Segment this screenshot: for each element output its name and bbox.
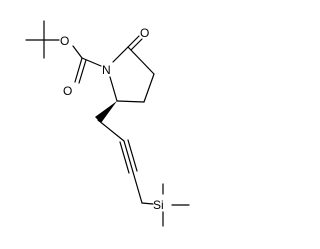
silicon-label: Si <box>153 198 164 212</box>
bond-stereocenter-to-nitrogen <box>109 76 118 102</box>
trimethylsilyl-group <box>162 183 190 227</box>
bond-alkyne-triple-1 <box>123 140 134 173</box>
bond-ring-ketone-double-2 <box>130 38 143 51</box>
pyrrolidinone-ring <box>109 35 155 103</box>
butynyl-trimethylsilyl-chain <box>97 119 154 205</box>
bond-nitrogen-to-ring-carbonyl <box>112 46 129 63</box>
molecule-structure: O O N O Si <box>25 20 190 227</box>
bond-ch2-to-alkyne-carbon <box>97 119 125 142</box>
bond-alkyne-triple-3 <box>127 139 138 172</box>
bond-alkyne-triple-2 <box>119 141 130 174</box>
ring-nitrogen-label: N <box>102 63 111 77</box>
ester-oxygen-label: O <box>60 34 69 48</box>
boc-carbamate-group <box>72 45 102 84</box>
bond-carbonyl-to-nitrogen <box>81 57 102 67</box>
carbonyl-oxygen-label: O <box>63 84 72 98</box>
bond-ring-carbonyl-to-ch2 <box>127 46 155 75</box>
bond-carbonyl-double-1 <box>74 57 83 83</box>
bond-ester-oxygen-to-carbonyl <box>72 45 83 59</box>
bond-ch2-to-silicon <box>141 202 154 205</box>
bond-alkyne-to-ch2 <box>132 171 143 204</box>
bond-ring-ch2-to-ch2 <box>143 73 155 103</box>
ring-ketone-oxygen-label: O <box>140 26 149 40</box>
stereo-wedge-bond <box>95 101 117 123</box>
bond-ring-ketone-double-1 <box>127 35 140 48</box>
bond-carbonyl-double-2 <box>78 59 87 84</box>
tert-butyl-group <box>25 20 60 59</box>
bond-ring-ch2-to-stereocenter <box>116 100 145 103</box>
